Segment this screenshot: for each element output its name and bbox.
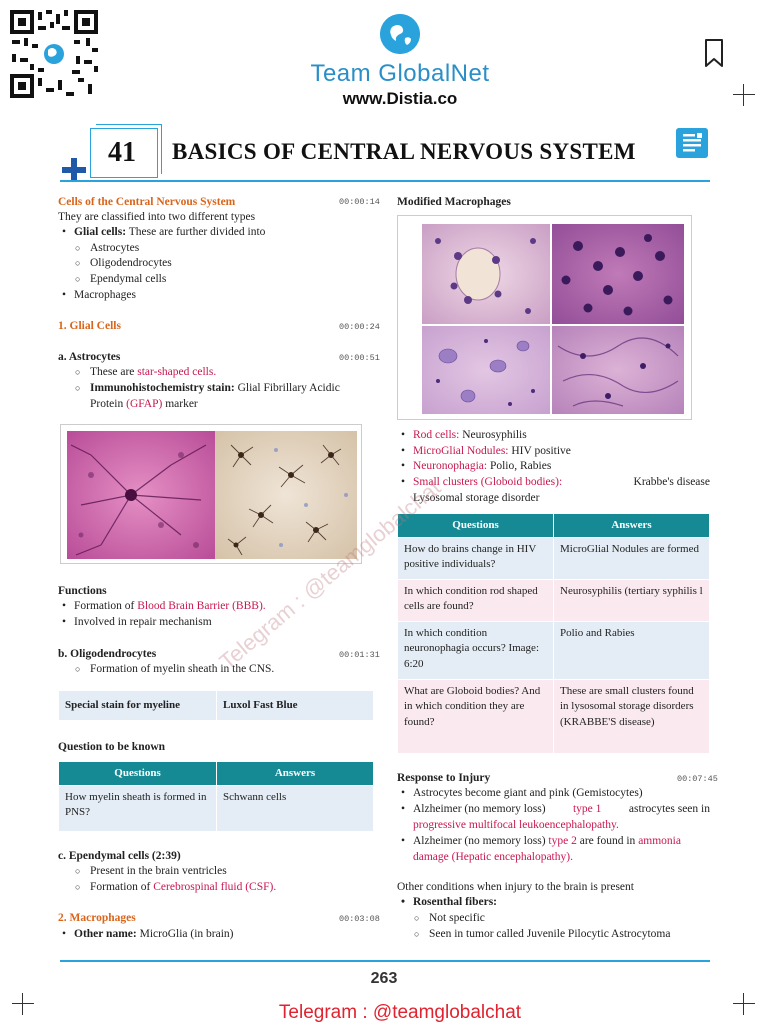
paragraph: Other conditions when injury to the brai… (397, 881, 634, 893)
list-item: Immunohistochemistry stain: Glial Fibril… (75, 381, 374, 412)
list-item: Astrocytes become giant and pink (Gemist… (401, 786, 643, 802)
list-item: Alzheimer (no memory loss) type 1 astroc… (401, 802, 710, 833)
list-item: Rod cells: Neurosyphilis (401, 428, 527, 444)
list-item: Oligodendrocytes (75, 256, 172, 272)
list-item: Present in the brain ventricles (75, 864, 227, 880)
subsection-heading-astrocytes: a. Astrocytes (58, 351, 121, 363)
timestamp: 00:00:24 (339, 322, 380, 332)
document-icon (676, 128, 708, 158)
column-header: Answers (553, 513, 710, 538)
list-item: Small clusters (Globoid bodies): Krabbe'… (401, 475, 710, 506)
footer-divider (60, 960, 710, 962)
table-row: In which condition rod shaped cells are … (397, 578, 710, 622)
astrocyte-histology-image (60, 424, 362, 564)
column-header: Questions (58, 761, 217, 786)
stain-table: Special stain for myeline Luxol Fast Blu… (58, 690, 374, 721)
paragraph: They are classified into two different t… (58, 211, 256, 223)
timestamp: 00:07:45 (677, 774, 718, 784)
list-item: Formation of Blood Brain Barrier (BBB). (62, 599, 266, 615)
section-heading-cells: Cells of the Central Nervous System (58, 196, 236, 208)
table-row: How do brains change in HIV positive ind… (397, 536, 710, 580)
bookmark-icon[interactable] (703, 38, 725, 68)
list-item: Ependymal cells (75, 272, 166, 288)
subsection-heading-ependymal: c. Ependymal cells (2:39) (58, 850, 181, 862)
table-row: In which condition neuronophagia occurs?… (397, 620, 710, 680)
table-cell: How myelin sheath is formed in PNS? (58, 784, 217, 832)
table-row: How myelin sheath is formed in PNS? Schw… (58, 784, 374, 832)
list-item: Astrocytes (75, 241, 139, 257)
timestamp: 00:00:51 (339, 353, 380, 363)
macrophage-histology-image (397, 215, 692, 420)
table-cell: Neurosyphilis (tertiary syphilis l (553, 578, 710, 622)
list-item: MicroGlial Nodules: HIV positive (401, 444, 571, 460)
list-item: Neuronophagia: Polio, Rabies (401, 459, 551, 475)
globe-logo-icon (380, 14, 420, 54)
chapter-number-box (90, 128, 158, 178)
list-item: Not specific (414, 911, 485, 927)
page-number: 263 (370, 970, 398, 987)
table-cell: In which condition rod shaped cells are … (397, 578, 554, 622)
crop-mark (733, 84, 755, 106)
table-row: What are Globoid bodies? And in which co… (397, 678, 710, 754)
brand-name: Team GlobalNet (310, 60, 490, 87)
plus-icon (62, 158, 86, 182)
list-item: Macrophages (62, 288, 136, 304)
column-header: Answers (216, 761, 374, 786)
list-item: Formation of myelin sheath in the CNS. (75, 662, 274, 678)
list-item: These are star-shaped cells. (75, 365, 216, 381)
table-cell: Schwann cells (216, 784, 374, 832)
crop-mark (733, 993, 755, 1015)
subsection-heading-oligodendrocytes: b. Oligodendrocytes (58, 648, 157, 660)
stain-label: Special stain for myeline (58, 690, 217, 721)
crop-mark (12, 993, 34, 1015)
qr-code (8, 8, 100, 100)
table-cell: In which condition neuronophagia occurs?… (397, 620, 554, 680)
chapter-divider (60, 180, 710, 182)
table-cell: These are small clusters found in lysoso… (553, 678, 710, 754)
subsection-heading-modified-macrophages: Modified Macrophages (397, 196, 511, 208)
timestamp: 00:01:31 (339, 650, 380, 660)
list-item: Other name: MicroGlia (in brain) (62, 927, 234, 943)
list-item: Formation of Cerebrospinal fluid (CSF). (75, 880, 276, 896)
section-heading-macrophages: 2. Macrophages (58, 912, 136, 924)
subsection-heading-question: Question to be known (58, 741, 166, 753)
question-table-left: Questions Answers How myelin sheath is f… (58, 761, 374, 832)
table-cell: What are Globoid bodies? And in which co… (397, 678, 554, 754)
stain-value: Luxol Fast Blue (216, 690, 374, 721)
column-header: Questions (397, 513, 554, 538)
list-item: Seen in tumor called Juvenile Pilocytic … (414, 927, 670, 943)
table-cell: MicroGlial Nodules are formed (553, 536, 710, 580)
list-item: Rosenthal fibers: (401, 895, 497, 911)
table-cell: Polio and Rabies (553, 620, 710, 680)
subsection-heading-functions: Functions (58, 585, 107, 597)
list-item: Glial cells: These are further divided i… (62, 225, 265, 241)
table-cell: How do brains change in HIV positive ind… (397, 536, 554, 580)
timestamp: 00:03:08 (339, 914, 380, 924)
brand-url: www.Distia.co (342, 89, 458, 108)
list-item: Alzheimer (no memory loss) type 2 are fo… (401, 834, 710, 865)
telegram-footer-link[interactable]: Telegram : @teamglobalchat (278, 1002, 522, 1023)
question-table-right: Questions Answers How do brains change i… (397, 513, 710, 754)
chapter-title: BASICS OF CENTRAL NERVOUS SYSTEM (172, 139, 636, 164)
timestamp: 00:00:14 (339, 197, 380, 207)
section-heading-glial: 1. Glial Cells (58, 320, 121, 332)
chapter-number: 41 (108, 137, 136, 168)
chapter-box-shadow (96, 124, 162, 174)
list-item: Involved in repair mechanism (62, 615, 212, 631)
subsection-heading-response-injury: Response to Injury (397, 772, 491, 784)
